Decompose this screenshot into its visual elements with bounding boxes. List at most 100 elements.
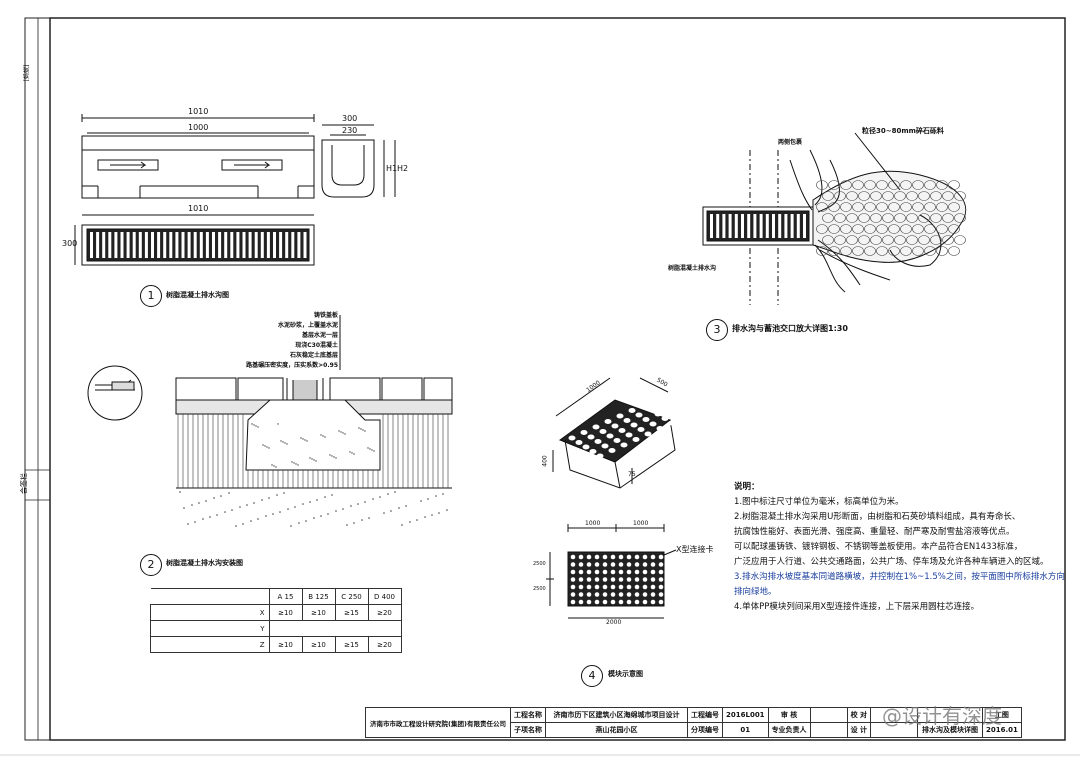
aggregate-dot xyxy=(401,524,403,526)
load-cell: ≥20 xyxy=(367,636,402,653)
grate-slot xyxy=(175,232,179,258)
module-hole xyxy=(628,408,636,413)
gravel-stone xyxy=(936,246,948,256)
aggregate-dot xyxy=(327,513,329,515)
module-plan-hole xyxy=(610,592,616,597)
module-plan-hole xyxy=(642,599,648,605)
gravel-stone xyxy=(876,180,888,190)
module-plan-hole xyxy=(602,577,608,582)
module-plan-hole xyxy=(594,554,600,560)
grate-slot xyxy=(169,232,173,258)
module-plan-hole xyxy=(618,554,624,560)
module-plan-hole xyxy=(586,599,592,605)
module-plan-hole xyxy=(578,554,584,560)
callout-3: 3 xyxy=(706,319,728,341)
module-plan-hole xyxy=(642,592,648,597)
aggregate-dot xyxy=(329,454,331,456)
module-plan-hole xyxy=(578,562,584,567)
aggregate-dot xyxy=(442,493,444,495)
module-plan-hole xyxy=(650,577,656,582)
aggregate-dot xyxy=(316,499,318,501)
module-hole xyxy=(625,432,633,438)
module-plan-hole xyxy=(650,584,656,590)
connector-label: X型连接卡 xyxy=(676,545,714,554)
gravel-stone xyxy=(954,191,966,201)
module-plan-hole xyxy=(570,562,576,567)
module-plan-hole xyxy=(626,562,632,567)
module-plan-hole xyxy=(658,569,664,575)
aggregate-dot xyxy=(324,496,326,498)
section-w2: 230 xyxy=(342,126,358,135)
grate-slot xyxy=(741,214,744,238)
module-plan-hole xyxy=(610,569,616,575)
aggregate-dot xyxy=(367,447,369,449)
module-hole xyxy=(618,428,626,433)
load-header-3: C 250 xyxy=(334,588,369,605)
gravel-stone xyxy=(894,213,906,223)
gravel-stone xyxy=(906,235,918,245)
module-plan-hole xyxy=(570,554,576,560)
sidebar-bottom-label: 会签栏 xyxy=(20,473,28,494)
module-plan-hole xyxy=(626,577,632,582)
aggregate-dot xyxy=(371,449,373,451)
aggregate-dot xyxy=(309,501,311,503)
module-hole xyxy=(580,430,588,435)
gravel-stone xyxy=(828,246,840,256)
gravel-stone xyxy=(846,191,858,201)
aggregate-dot xyxy=(424,516,426,518)
title-block: 济南市市政工程设计研究院(集团)有限责任公司 工程名称 济南市历下区建筑小区海绵… xyxy=(365,707,1022,738)
grate-slot xyxy=(803,214,806,238)
aggregate-dot xyxy=(298,522,300,524)
gravel-stone xyxy=(840,246,852,256)
aggregate-dot xyxy=(379,496,381,498)
module-plan-hole xyxy=(570,592,576,597)
module-hole xyxy=(568,435,576,441)
grate-slot xyxy=(132,232,136,258)
module-plan-hole xyxy=(586,562,592,567)
module-plan-hole xyxy=(578,569,584,575)
grate-slot xyxy=(728,214,732,238)
module-hole xyxy=(635,412,643,418)
gravel-stone xyxy=(918,235,930,245)
aggregate-dot xyxy=(261,499,263,501)
part-label: 分项编号 xyxy=(687,722,723,738)
aggregate-dot xyxy=(277,423,279,425)
view2-title: 树脂混凝土排水沟安装图 xyxy=(166,559,243,567)
section-w1: 300 xyxy=(342,114,358,123)
gravel-stone xyxy=(870,191,882,201)
module-plan-hole xyxy=(634,584,640,590)
grate-slot xyxy=(193,232,197,258)
aggregate-dot xyxy=(364,430,366,432)
gravel-stone xyxy=(942,235,954,245)
note-line: 4.单体PP模块列间采用X型连接件连接，上下层采用圆柱芯连接。 xyxy=(734,602,980,612)
module-plan-hole xyxy=(642,554,648,560)
module-plan-hole xyxy=(658,599,664,605)
module-plan-hole xyxy=(586,584,592,590)
gravel-stone xyxy=(816,180,828,190)
gravel-stone xyxy=(834,213,846,223)
gravel-stone xyxy=(846,235,858,245)
gravel-stone xyxy=(864,224,876,234)
aggregate-dot xyxy=(205,500,207,502)
load-table: A 15 B 125 C 250 D 400 X ≥10 ≥10 ≥15 ≥20… xyxy=(150,588,402,653)
module-plan-hole xyxy=(650,569,656,575)
module-plan-hole xyxy=(634,562,640,567)
load-row-label: Y xyxy=(150,620,270,637)
module-plan-hole xyxy=(650,592,656,597)
gravel-stone xyxy=(888,180,900,190)
module-plan-hole xyxy=(618,599,624,605)
gravel-stone xyxy=(822,191,834,201)
gravel-stone xyxy=(912,180,924,190)
aggregate-dot xyxy=(209,516,211,518)
module-hole xyxy=(589,449,597,454)
module-plan-hole xyxy=(626,569,632,575)
grate-slot xyxy=(102,232,106,258)
grate-slot xyxy=(181,232,185,258)
aggregate-dot xyxy=(268,497,270,499)
aggregate-dot xyxy=(361,519,363,521)
module-hole xyxy=(608,448,616,453)
module-plan-hole xyxy=(610,584,616,590)
module-hole xyxy=(637,427,645,432)
design-label: 设 计 xyxy=(846,722,872,738)
company-name: 济南市市政工程设计研究院(集团)有限责任公司 xyxy=(365,707,511,738)
